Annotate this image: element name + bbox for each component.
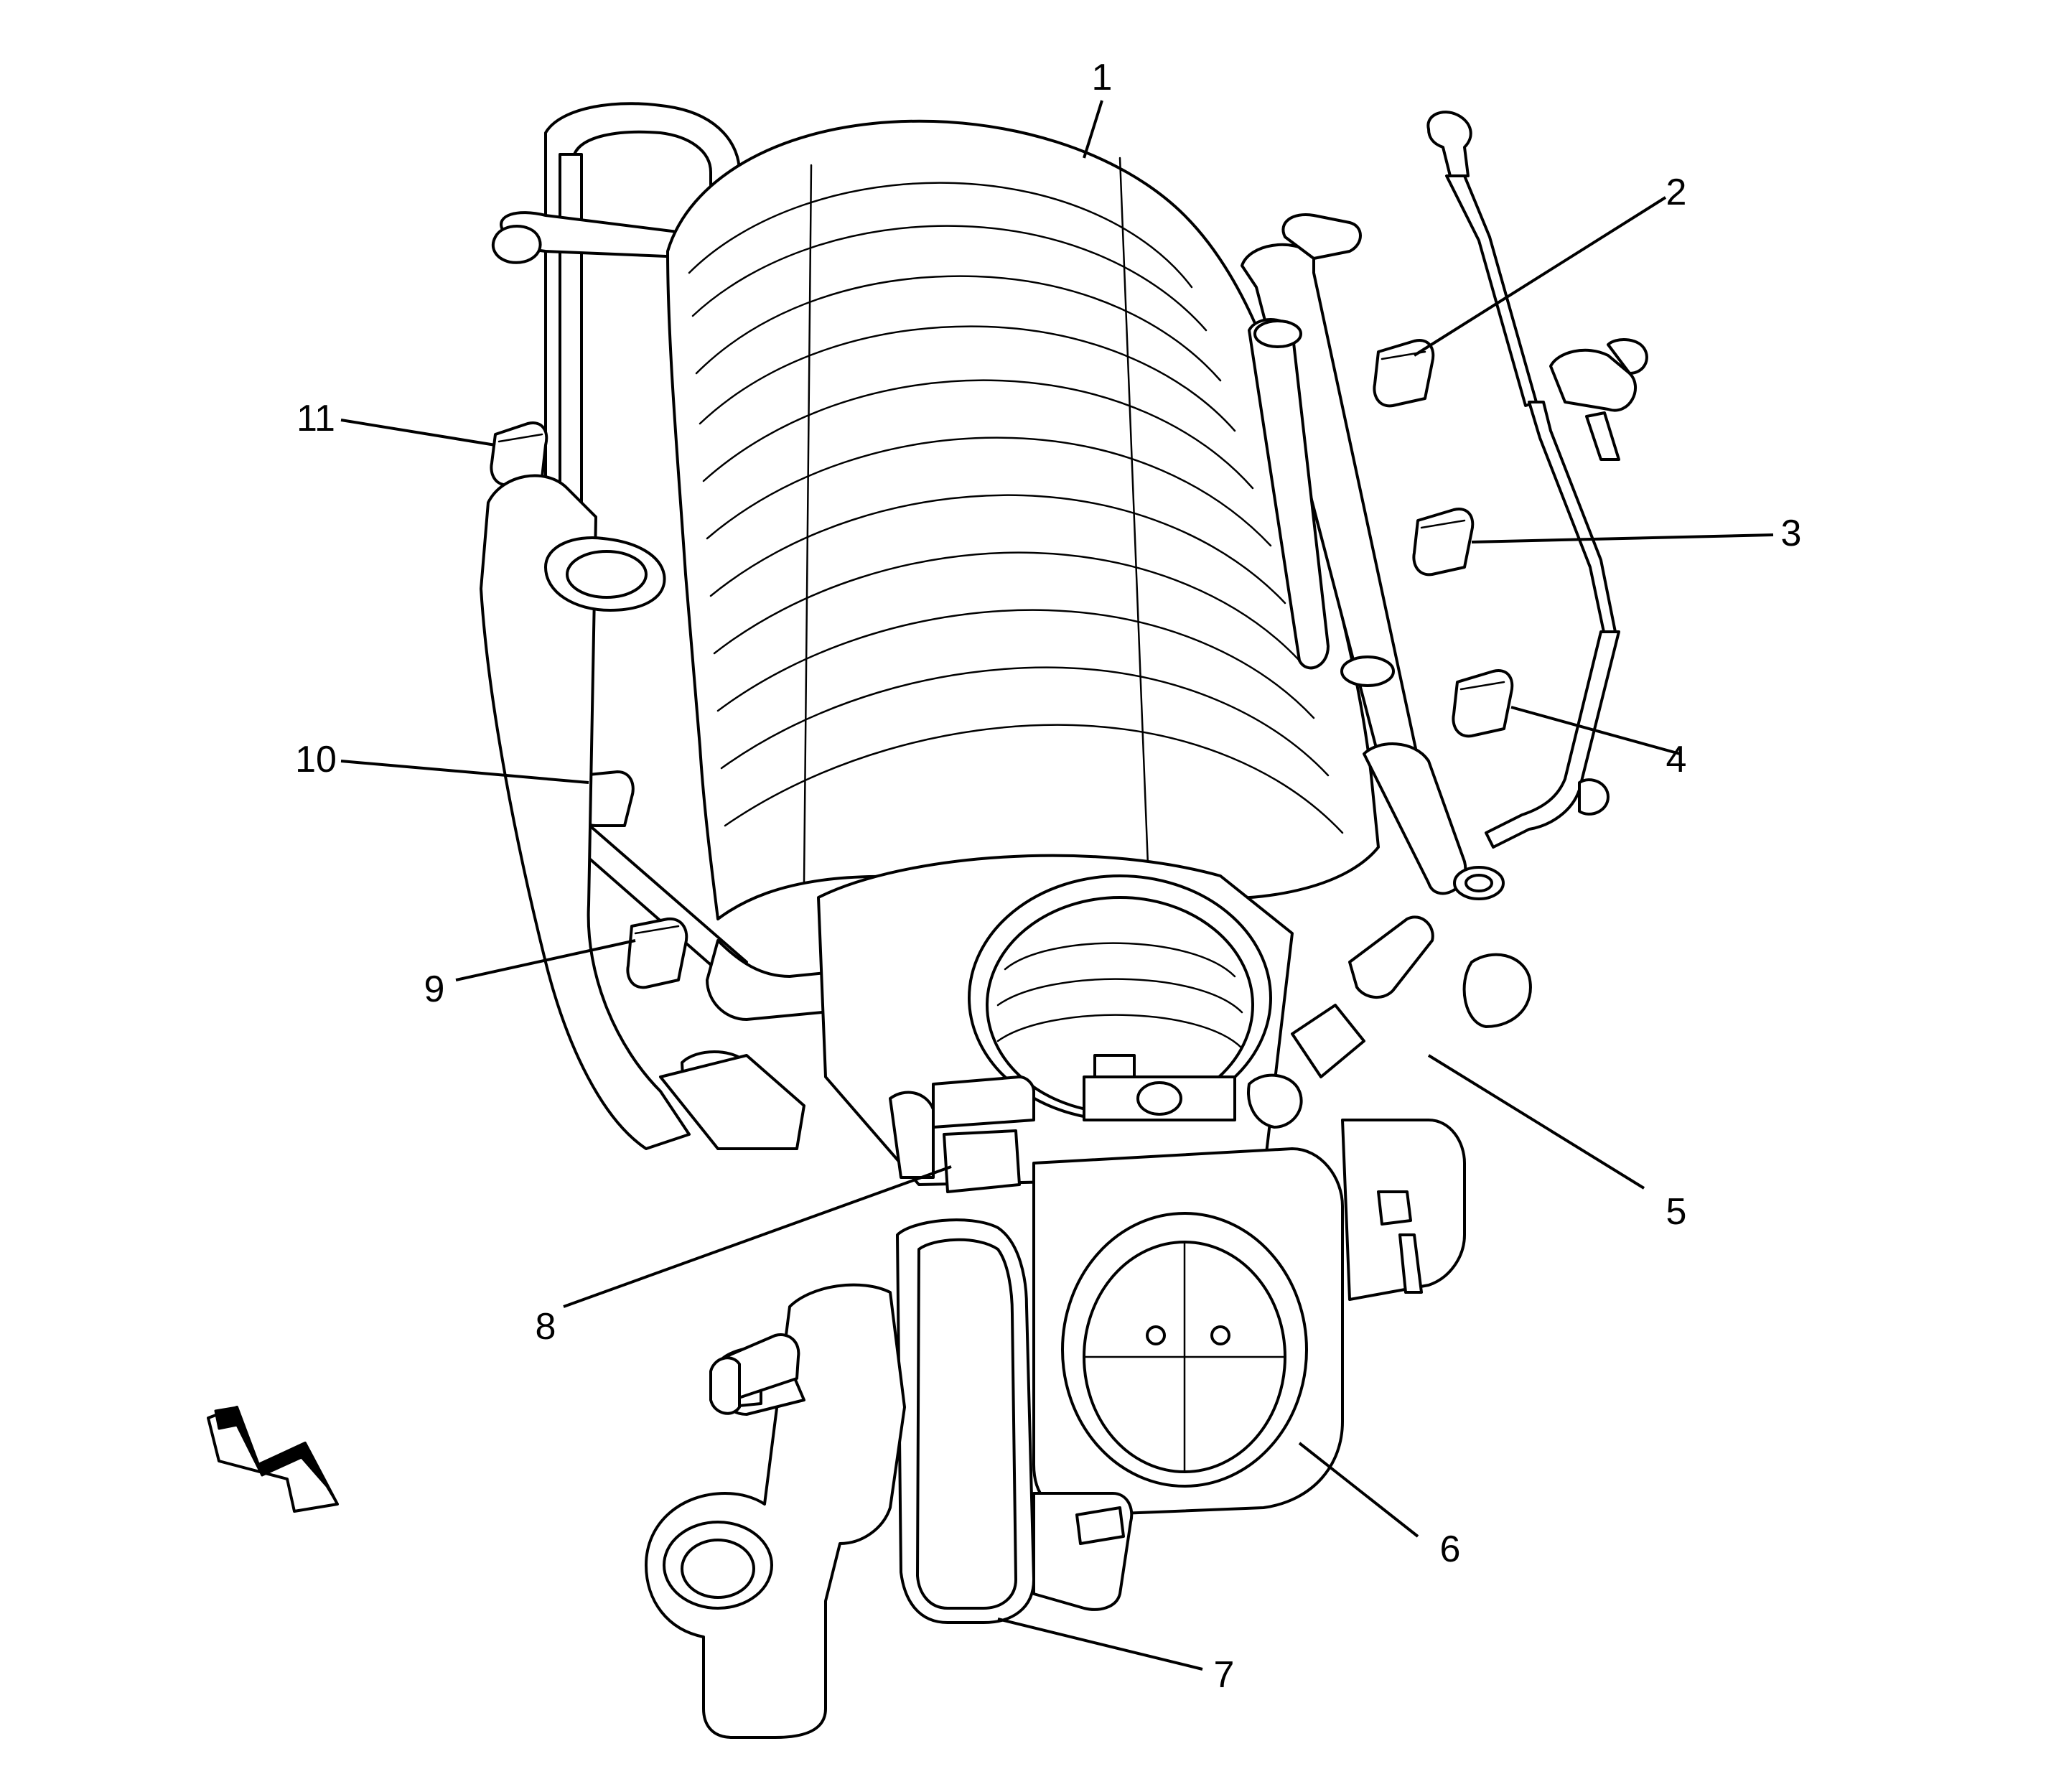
leader-lines <box>340 100 1774 1671</box>
throttle-sensor-connector <box>889 1075 1035 1193</box>
leader-line-2 <box>1413 196 1667 357</box>
callout-5: 5 <box>1666 1191 1687 1233</box>
leader-line-5 <box>1427 1054 1645 1190</box>
callout-6: 6 <box>1440 1529 1461 1570</box>
leader-line-8 <box>563 1165 952 1308</box>
callout-1: 1 <box>1092 57 1113 98</box>
direction-arrow-icon <box>207 1406 339 1513</box>
map-sensor-connector <box>1247 915 1532 1129</box>
leader-line-10 <box>340 760 589 784</box>
injector-connector-9 <box>626 917 688 989</box>
leader-line-9 <box>455 939 636 981</box>
right-bracket <box>1341 1119 1466 1301</box>
intake-manifold-illustration <box>480 102 1648 1739</box>
callout-7: 7 <box>1214 1654 1235 1696</box>
lower-left-flange <box>480 474 805 1150</box>
throttle-actuator <box>896 1218 1134 1624</box>
callout-10: 10 <box>295 739 337 780</box>
leader-line-1 <box>1083 100 1103 159</box>
leader-line-3 <box>1471 533 1774 543</box>
callout-9: 9 <box>424 969 445 1010</box>
callout-2: 2 <box>1666 172 1687 213</box>
callout-8: 8 <box>536 1306 556 1348</box>
left-hose-fitting <box>709 1333 800 1415</box>
callout-11: 11 <box>296 398 335 439</box>
callout-3: 3 <box>1781 513 1802 554</box>
right-fuel-rail <box>1241 213 1505 900</box>
leader-line-4 <box>1510 706 1681 755</box>
injector-connector-2 <box>1373 339 1435 408</box>
leader-line-7 <box>997 1618 1203 1671</box>
injector-connector-4 <box>1452 669 1514 738</box>
callout-labels: 1 2 3 4 5 6 7 8 9 10 11 <box>295 57 1801 1696</box>
plenum-housing <box>666 119 1380 920</box>
fuel-feed-line <box>1426 111 1648 849</box>
leader-line-6 <box>1298 1442 1419 1538</box>
callout-4: 4 <box>1666 739 1687 780</box>
leader-line-11 <box>340 419 496 447</box>
throttle-body <box>1032 1147 1344 1516</box>
injector-connector-3 <box>1412 508 1475 577</box>
throttle-adapter <box>817 854 1294 1186</box>
